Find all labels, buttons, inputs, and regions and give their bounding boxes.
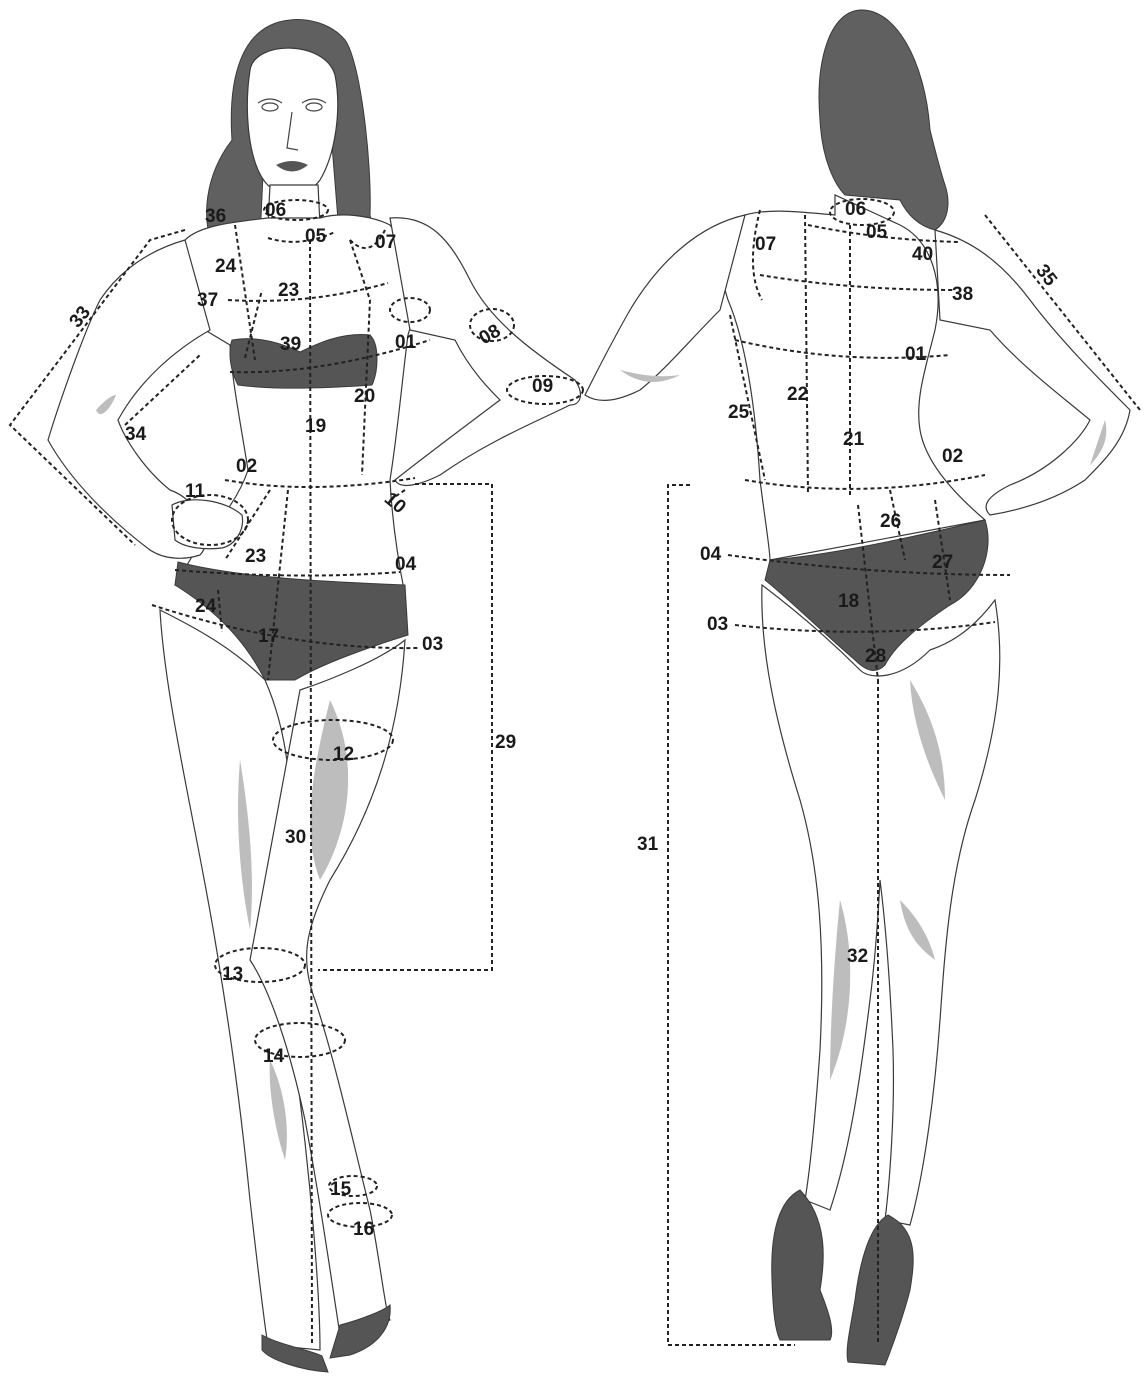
label-front-02: 02	[236, 456, 257, 477]
label-front-24-upper: 24	[215, 256, 237, 277]
label-front-01: 01	[395, 332, 417, 353]
label-front-05: 05	[305, 226, 327, 247]
label-back-02: 02	[942, 446, 963, 467]
label-back-31: 31	[637, 834, 659, 855]
label-back-35: 35	[1031, 261, 1061, 291]
front-face	[247, 48, 337, 195]
label-back-07: 07	[755, 234, 776, 255]
label-front-37: 37	[197, 290, 218, 311]
label-front-03: 03	[422, 634, 443, 655]
label-front-14: 14	[263, 1046, 285, 1067]
label-front-36: 36	[205, 206, 226, 227]
label-front-20: 20	[354, 386, 375, 407]
label-back-06: 06	[845, 199, 866, 220]
label-front-13: 13	[222, 964, 243, 985]
label-back-40: 40	[912, 244, 933, 265]
label-front-23-lower: 23	[245, 546, 266, 567]
back-shoe-right	[847, 1215, 913, 1365]
label-front-11: 11	[185, 481, 206, 502]
label-front-34: 34	[125, 424, 147, 445]
label-back-04: 04	[700, 544, 722, 565]
label-back-27: 27	[932, 552, 953, 573]
label-back-26: 26	[880, 511, 901, 532]
label-front-09: 09	[532, 376, 553, 397]
back-legs	[762, 585, 1000, 1225]
label-back-01: 01	[905, 344, 927, 365]
label-back-28: 28	[865, 646, 886, 667]
label-front-15: 15	[330, 1179, 352, 1200]
label-front-29: 29	[495, 732, 516, 753]
label-front-24-lower: 24	[195, 596, 217, 617]
label-back-18: 18	[838, 591, 859, 612]
back-arm-left	[585, 215, 745, 400]
back-shoe-left	[772, 1190, 832, 1340]
front-figure	[48, 20, 580, 1372]
front-arm-right	[390, 218, 580, 486]
label-back-25: 25	[728, 402, 750, 423]
label-back-03: 03	[707, 614, 728, 635]
label-front-30: 30	[285, 827, 306, 848]
label-front-16: 16	[353, 1219, 374, 1240]
label-front-06: 06	[265, 200, 286, 221]
label-back-05: 05	[866, 222, 888, 243]
label-back-38: 38	[952, 284, 973, 305]
label-front-19: 19	[305, 416, 326, 437]
label-back-22: 22	[787, 384, 808, 405]
label-front-04: 04	[395, 554, 417, 575]
label-front-17: 17	[258, 626, 279, 647]
label-front-07: 07	[375, 232, 396, 253]
label-front-23-upper: 23	[278, 280, 299, 301]
label-front-12: 12	[333, 744, 354, 765]
label-back-21: 21	[843, 429, 865, 450]
label-front-39: 39	[280, 334, 301, 355]
label-back-32: 32	[847, 946, 868, 967]
